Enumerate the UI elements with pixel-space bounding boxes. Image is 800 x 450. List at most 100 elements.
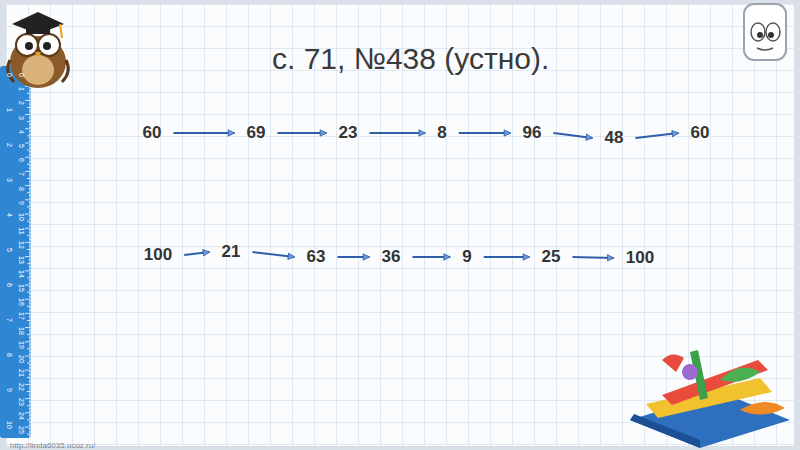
- ruler: [0, 66, 31, 440]
- ruler-tick: [29, 140, 31, 141]
- ruler-tick: [29, 161, 31, 162]
- ruler-number: 5: [17, 144, 25, 148]
- ruler-tick: [29, 194, 31, 195]
- ruler-tick: [29, 273, 31, 274]
- ruler-tick: [29, 287, 31, 288]
- ruler-tick: [27, 249, 31, 250]
- ruler-tick: [25, 242, 31, 243]
- ruler-tick: [27, 292, 31, 293]
- ruler-tick: [29, 208, 31, 209]
- ruler-tick: [29, 167, 31, 168]
- number-text: 63: [307, 247, 326, 267]
- ruler-number: 19: [17, 341, 25, 349]
- ruler-tick: [29, 125, 31, 126]
- ruler-number: 7: [5, 318, 13, 322]
- ruler-tick: [29, 304, 31, 305]
- ruler-number: 7: [17, 172, 25, 176]
- number-node: 25: [538, 245, 565, 269]
- ruler-tick: [29, 181, 31, 182]
- number-node: 60: [139, 121, 166, 145]
- ruler-tick: [29, 344, 31, 345]
- number-text: 96: [523, 123, 542, 143]
- ruler-tick: [29, 272, 31, 273]
- ruler-number: 6: [17, 158, 25, 162]
- ruler-tick: [29, 179, 31, 180]
- ruler-tick: [29, 123, 31, 124]
- ruler-tick: [29, 321, 31, 322]
- ruler-tick: [29, 333, 31, 334]
- ruler-tick: [29, 294, 31, 295]
- number-node: 96: [519, 121, 546, 145]
- ruler-tick: [29, 340, 31, 341]
- ruler-tick: [29, 168, 31, 169]
- ruler-tick: [29, 144, 31, 145]
- ruler-tick: [29, 111, 31, 112]
- ruler-tick: [27, 391, 31, 392]
- ruler-tick: [29, 385, 31, 386]
- ruler-tick: [29, 238, 31, 239]
- ruler-tick: [29, 250, 31, 251]
- ruler-tick: [27, 377, 31, 378]
- ruler-tick: [29, 226, 31, 227]
- arrow-connector: [184, 252, 209, 255]
- ruler-tick: [29, 252, 31, 253]
- ruler-tick: [29, 188, 31, 189]
- ruler-tick: [29, 282, 31, 283]
- ruler-number: 9: [5, 388, 13, 392]
- arrow-connector: [553, 133, 592, 138]
- ruler-tick: [29, 317, 31, 318]
- ruler-tick: [25, 171, 31, 172]
- ruler-tick: [29, 223, 31, 224]
- ruler-tick: [29, 255, 31, 256]
- number-text: 100: [144, 245, 172, 265]
- ruler-tick: [29, 243, 31, 244]
- ruler-tick: [29, 154, 31, 155]
- ruler-tick: [29, 432, 31, 433]
- ruler-tick: [27, 221, 31, 222]
- ruler-tick: [29, 184, 31, 185]
- ruler-tick: [29, 148, 31, 149]
- ruler-tick: [29, 145, 31, 146]
- ruler-tick: [29, 169, 31, 170]
- ruler-tick: [29, 248, 31, 249]
- ruler-number: 3: [17, 116, 25, 120]
- ruler-tick: [29, 202, 31, 203]
- ruler-tick: [29, 198, 31, 199]
- ruler-tick: [25, 185, 31, 186]
- ruler-tick: [29, 323, 31, 324]
- ruler-tick: [29, 346, 31, 347]
- ruler-number: 2: [17, 101, 25, 105]
- ruler-tick: [29, 97, 31, 98]
- arrow-connector: [277, 132, 326, 134]
- arrow-connector: [572, 257, 613, 258]
- ruler-tick: [29, 222, 31, 223]
- number-node: 23: [335, 121, 362, 145]
- ruler-tick: [29, 216, 31, 217]
- arrow-connector: [173, 132, 234, 134]
- ruler-number: 14: [17, 270, 25, 278]
- ruler-number: 3: [5, 178, 13, 182]
- ruler-tick: [29, 211, 31, 212]
- ruler-tick: [29, 351, 31, 352]
- ruler-tick: [27, 306, 31, 307]
- ruler-tick: [29, 177, 31, 178]
- arrow-connector: [484, 256, 530, 258]
- ruler-tick: [29, 415, 31, 416]
- number-text: 9: [462, 247, 471, 267]
- ruler-tick: [27, 178, 31, 179]
- ruler-tick: [29, 120, 31, 121]
- ruler-tick: [29, 215, 31, 216]
- ruler-number: 18: [17, 327, 25, 335]
- ruler-tick: [27, 93, 31, 94]
- ruler-tick: [29, 397, 31, 398]
- ruler-tick: [29, 378, 31, 379]
- ruler-tick: [29, 127, 31, 128]
- ruler-number: 23: [17, 398, 25, 406]
- arrow-connector: [252, 252, 294, 257]
- ruler-tick: [29, 329, 31, 330]
- ruler-tick: [25, 128, 31, 129]
- number-text: 25: [542, 247, 561, 267]
- ruler-tick: [29, 439, 31, 440]
- ruler-tick: [25, 327, 31, 328]
